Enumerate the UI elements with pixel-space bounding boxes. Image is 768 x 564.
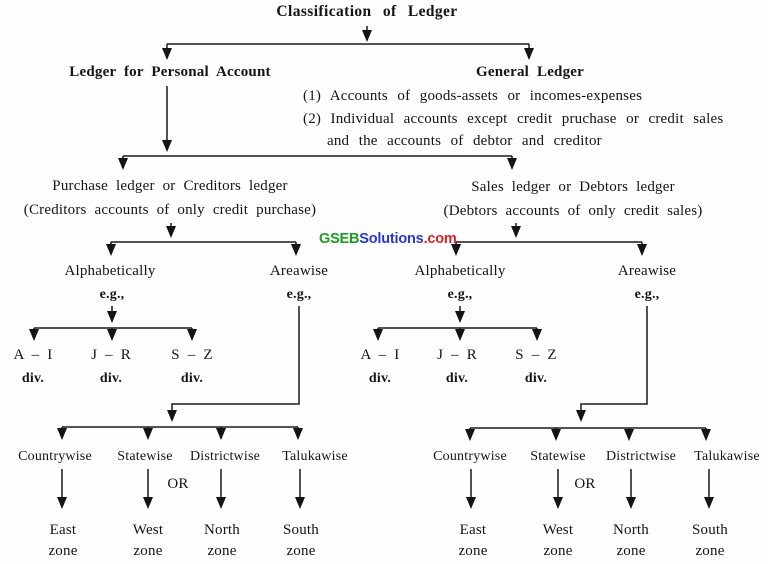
sales-division-range-3: S – Z (515, 347, 557, 363)
sales-division-range-1: A – I (360, 347, 400, 363)
general-ledger-note-3: and the accounts of debtor and creditor (327, 133, 602, 149)
purchase-type-statewise: Statewise (117, 449, 173, 464)
sales-division-caption-3: div. (524, 371, 548, 386)
sales-alphabetically-label: Alphabetically (414, 263, 506, 279)
purchase-zone-name-west: West (132, 522, 164, 538)
sales-division-range-2: J – R (437, 347, 477, 363)
purchase-ledger-title: Purchase ledger or Creditors ledger (52, 178, 288, 194)
purchase-ledger-subtitle: (Creditors accounts of only credit purch… (23, 202, 317, 218)
watermark-name: Solutions (359, 231, 424, 247)
sales-or-label: OR (574, 476, 596, 492)
sales-type-talukawise: Talukawise (694, 449, 760, 464)
purchase-division-caption-3: div. (180, 371, 204, 386)
purchase-type-districtwise: Districtwise (189, 449, 261, 464)
purchase-type-talukawise: Talukawise (282, 449, 348, 464)
sales-zone-unit-south: zone (695, 543, 725, 559)
sales-division-caption-2: div. (445, 371, 469, 386)
purchase-division-range-1: A – I (13, 347, 53, 363)
sales-division-caption-1: div. (368, 371, 392, 386)
sales-zone-unit-west: zone (543, 543, 573, 559)
sales-areawise-eg: e.g., (634, 287, 660, 302)
sales-zone-name-south: South (691, 522, 729, 538)
purchase-areawise-eg: e.g., (286, 287, 312, 302)
purchase-zone-unit-south: zone (286, 543, 316, 559)
diagram-title: Classification of Ledger (276, 3, 458, 20)
purchase-type-countrywise: Countrywise (18, 449, 92, 464)
sales-areawise-elbow (576, 306, 648, 422)
sales-ledger-title: Sales ledger or Debtors ledger (471, 179, 675, 195)
purchase-zone-unit-west: zone (133, 543, 163, 559)
general-ledger-note-2: (2) Individual accounts except credit pr… (303, 111, 724, 127)
sales-type-countrywise: Countrywise (433, 449, 507, 464)
purchase-zone-name-north: North (204, 522, 240, 538)
watermark-tld: .com (423, 231, 457, 247)
general-ledger-note-1: (1) Accounts of goods-assets or incomes-… (303, 88, 643, 104)
purchase-areawise-label: Areawise (269, 263, 329, 279)
sales-zone-unit-north: zone (616, 543, 646, 559)
purchase-zone-name-south: South (282, 522, 320, 538)
purchase-division-caption-1: div. (21, 371, 45, 386)
purchase-zone-unit-north: zone (207, 543, 237, 559)
purchase-zone-name-east: East (49, 522, 77, 538)
sales-alphabetically-eg: e.g., (447, 287, 473, 302)
purchase-or-label: OR (167, 476, 189, 492)
purchase-areawise-elbow (167, 306, 300, 422)
purchase-division-range-3: S – Z (171, 347, 213, 363)
purchase-alphabetically-eg: e.g., (99, 287, 125, 302)
sales-zone-name-east: East (459, 522, 487, 538)
sales-zone-name-west: West (542, 522, 574, 538)
watermark-brand: GSEB (319, 231, 360, 247)
purchase-alphabetically-label: Alphabetically (64, 263, 156, 279)
sales-zone-name-north: North (613, 522, 649, 538)
watermark: GSEBSolutions.com (319, 231, 457, 247)
personal-ledger-label: Ledger for Personal Account (69, 64, 271, 80)
sales-zone-unit-east: zone (458, 543, 488, 559)
sales-ledger-subtitle: (Debtors accounts of only credit sales) (443, 203, 703, 219)
purchase-division-range-2: J – R (91, 347, 131, 363)
sales-type-districtwise: Districtwise (605, 449, 677, 464)
sales-areawise-label: Areawise (617, 263, 677, 279)
sales-type-statewise: Statewise (530, 449, 586, 464)
purchase-zone-unit-east: zone (48, 543, 78, 559)
purchase-division-caption-2: div. (99, 371, 123, 386)
general-ledger-label: General Ledger (475, 64, 585, 80)
